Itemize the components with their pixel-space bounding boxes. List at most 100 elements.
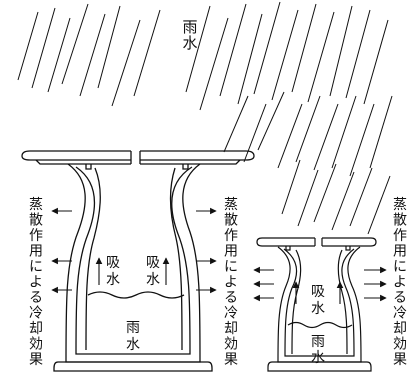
- rain-streak: [277, 103, 303, 169]
- large-right-cooling-label-char: 効: [224, 337, 238, 353]
- large-vessel-top-left-plate: [21, 150, 131, 161]
- large-vessel-lid-gap: [130, 151, 141, 164]
- large-left-cooling-label-char: 散: [29, 213, 43, 229]
- large-right-cooling-label-char: に: [224, 259, 238, 275]
- large-vessel-base: [53, 361, 213, 372]
- large-vessel-cooling-arrows: [51, 207, 217, 294]
- small-cooling-label-char: 作: [393, 228, 407, 244]
- small-vessel-top-left-plate: [256, 237, 315, 247]
- large-left-cooling-label-char: 用: [29, 244, 43, 260]
- rain-streak: [313, 103, 339, 171]
- large-right-cooling-label-char: 却: [224, 321, 238, 337]
- rain-streak: [297, 169, 319, 227]
- rain-streak: [243, 103, 267, 163]
- rain-streak: [363, 19, 389, 105]
- large-right-cooling-label-char: 冷: [224, 306, 238, 322]
- large-vessel-inner-wall: [75, 166, 193, 355]
- rain-streak: [349, 167, 373, 227]
- rain-label: 雨 水: [182, 18, 197, 52]
- small-cooling-label-char: 用: [393, 244, 407, 260]
- large-vessel-left-channel: [85, 167, 101, 351]
- rain-streak: [79, 13, 106, 97]
- large-water-char-1: 雨: [126, 320, 140, 336]
- small-cooling-label-char: 却: [393, 321, 407, 337]
- small-vessel-water-label: 雨 水: [311, 334, 325, 366]
- small-vessel-lid-tabs: [285, 246, 351, 251]
- rain-streak: [349, 103, 375, 177]
- large-right-cooling-label-char: 果: [224, 352, 238, 368]
- small-vessel-water-surface: [287, 321, 353, 329]
- small-water-char-1: 雨: [311, 334, 325, 350]
- large-left-cooling-label-char: 作: [29, 228, 43, 244]
- large-right-cooling-label-char: 蒸: [224, 197, 238, 213]
- small-water-char-2: 水: [311, 350, 325, 366]
- large-absorb-left-char-2: 水: [106, 272, 120, 288]
- rain-streak: [329, 5, 353, 97]
- small-vessel-right-channel: [337, 249, 348, 355]
- small-cooling-label-char: 散: [393, 213, 407, 229]
- large-vessel-top-right-plate-inner: [140, 159, 241, 165]
- large-absorb-right-char-2: 水: [146, 272, 160, 288]
- rain-streak: [307, 11, 335, 103]
- rain-streak: [17, 11, 39, 81]
- large-vessel-water-surface: [87, 291, 185, 299]
- large-vessel-absorb-arrows: [95, 257, 170, 285]
- small-vessel-cooling-arrows: [253, 266, 387, 302]
- rain-streak: [185, 5, 211, 93]
- large-right-cooling-label-char: 用: [224, 244, 238, 260]
- small-vessel-left-channel: [291, 249, 302, 355]
- rain-streak: [331, 95, 357, 169]
- small-vessel: [256, 237, 377, 372]
- small-vessel-top-right-plate: [322, 237, 377, 247]
- large-left-cooling-label-char: る: [29, 290, 43, 306]
- rain-streak: [281, 159, 301, 215]
- large-left-cooling-label-char: 果: [29, 352, 43, 368]
- large-right-cooling-label-char: 作: [224, 228, 238, 244]
- large-water-char-2: 水: [126, 337, 140, 353]
- large-left-cooling-label-char: 冷: [29, 306, 43, 322]
- rain-streak: [331, 171, 355, 231]
- large-left-cooling-label-char: よ: [29, 275, 43, 291]
- large-vessel: [21, 150, 255, 372]
- small-vessel-lid-gap: [314, 238, 323, 246]
- small-cooling-label-char: 冷: [393, 306, 407, 322]
- rain-streak: [257, 91, 285, 151]
- small-vessel-base: [267, 361, 372, 372]
- large-vessel-top-left-plate-inner: [35, 159, 131, 165]
- small-cooling-label-char: に: [393, 259, 407, 275]
- small-vessel-inner-wall: [283, 248, 355, 357]
- rain-streak: [345, 9, 371, 99]
- rain-streak: [219, 3, 247, 97]
- large-right-cooling-label-char: よ: [224, 275, 238, 291]
- large-left-cooling-label-char: に: [29, 259, 43, 275]
- large-vessel-lid-tabs: [85, 164, 189, 170]
- large-left-cooling-label-char: 蒸: [29, 197, 43, 213]
- large-vessel-right-channel: [169, 167, 183, 351]
- rain-streak: [367, 175, 391, 235]
- small-cooling-label-char: よ: [393, 275, 407, 291]
- large-left-cooling-label-char: 却: [29, 321, 43, 337]
- large-absorb-right-char-1: 吸: [146, 255, 160, 271]
- rain-streak: [199, 17, 229, 111]
- large-vessel-top-right-plate: [140, 150, 255, 161]
- rain-streak: [271, 9, 299, 101]
- large-right-cooling-label-char: 散: [224, 213, 238, 229]
- small-absorb-char-1: 吸: [311, 284, 325, 300]
- large-left-cooling-label-char: 効: [29, 337, 43, 353]
- rain-streak: [61, 3, 89, 85]
- small-cooling-label-char: 果: [393, 352, 407, 368]
- rain-streak: [47, 17, 71, 93]
- small-cooling-label-char: 効: [393, 337, 407, 353]
- large-right-cooling-label-char: る: [224, 290, 238, 306]
- large-vessel-water-label: 雨 水: [126, 320, 140, 353]
- small-vessel-absorb-label: 吸 水: [311, 284, 325, 317]
- rain-streak: [369, 95, 393, 169]
- small-cooling-label-char: 蒸: [393, 197, 407, 213]
- small-vessel-absorb-arrows: [292, 281, 344, 304]
- large-vessel-absorb-labels: 吸 水 吸 水: [106, 255, 160, 288]
